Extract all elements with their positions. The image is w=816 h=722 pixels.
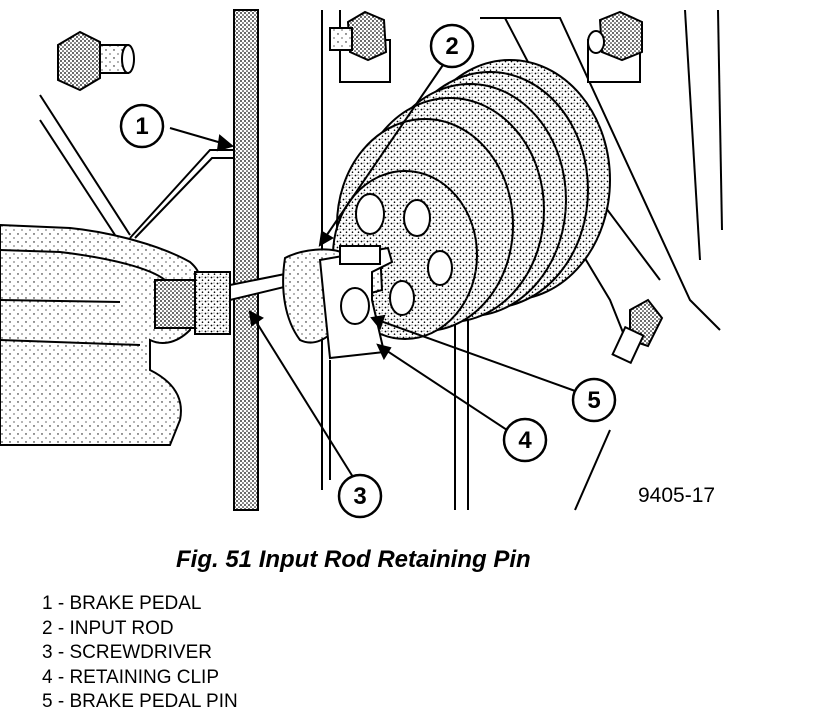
hand-and-screwdriver	[0, 223, 336, 446]
legend-item: 3 - SCREWDRIVER	[42, 642, 212, 663]
brake-pedal-arm	[233, 9, 259, 511]
booster-face-holes	[341, 193, 453, 320]
input-rod-clevis	[282, 245, 394, 360]
figure-code: 9405-17	[638, 484, 716, 507]
callout-2: 2	[429, 23, 475, 69]
legend-list: 1 - BRAKE PEDAL 2 - INPUT ROD 3 - SCREWD…	[42, 592, 238, 715]
svg-text:1: 1	[135, 113, 148, 140]
booster-bellows	[332, 59, 611, 340]
leader-lines	[169, 61, 579, 486]
bolt-top-center	[329, 10, 391, 83]
legend-item: 4 - RETAINING CLIP	[42, 666, 220, 688]
callout-5: 5	[571, 377, 617, 423]
svg-text:5: 5	[587, 387, 600, 414]
bolt-top-right	[587, 10, 643, 83]
legend-item: 1 - BRAKE PEDAL	[42, 593, 202, 614]
figure-caption: Fig. 51 Input Rod Retaining Pin	[176, 546, 531, 573]
legend-item: 5 - BRAKE PEDAL PIN	[42, 691, 238, 712]
svg-text:3: 3	[353, 483, 366, 510]
svg-text:4: 4	[518, 427, 532, 454]
callout-1: 1	[119, 103, 165, 149]
bolt-bottom-right	[611, 298, 664, 365]
callout-3: 3	[337, 473, 383, 519]
legend-item: 2 - INPUT ROD	[42, 617, 174, 639]
svg-text:2: 2	[445, 33, 458, 60]
callout-4: 4	[502, 417, 548, 463]
bolt-top-left	[57, 30, 135, 92]
brake-pedal-illustration: 1 2 3 4 5	[0, 9, 723, 519]
